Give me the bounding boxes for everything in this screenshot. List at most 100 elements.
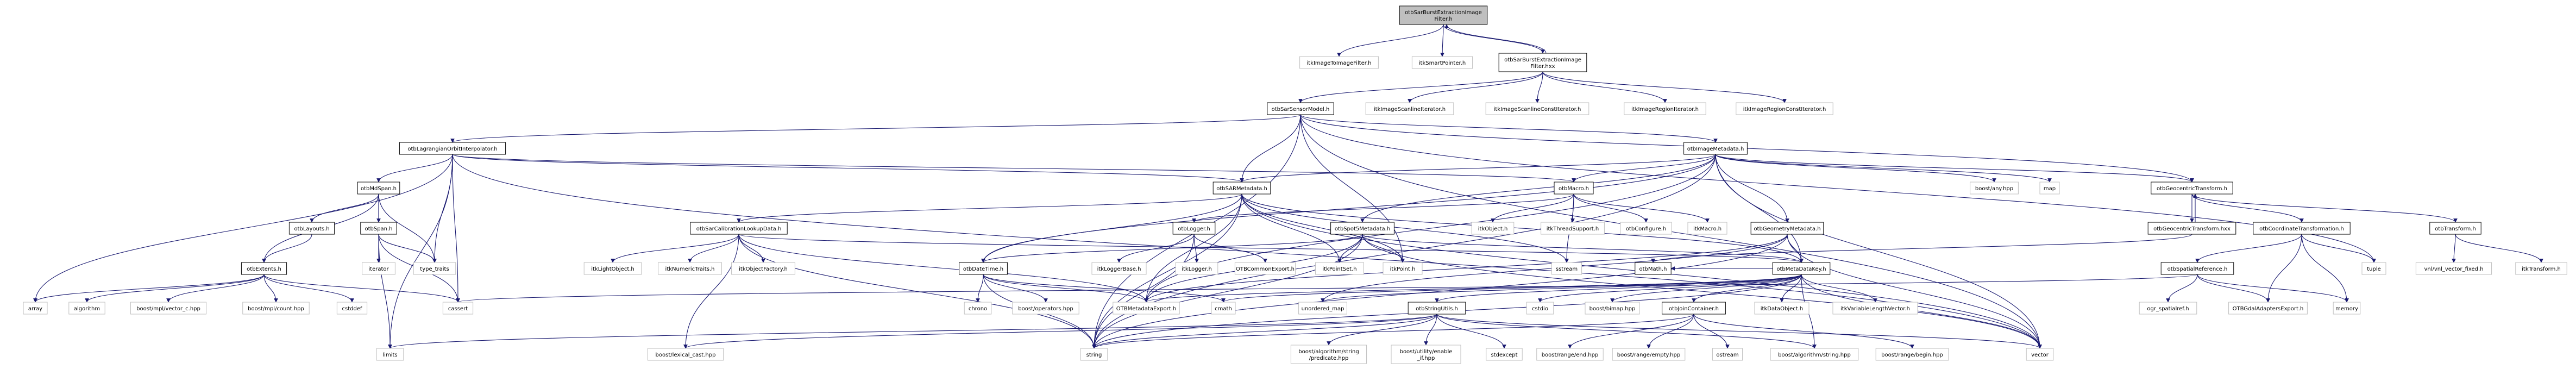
graph-node-otbLayouts[interactable]: otbLayouts.h [288,222,335,235]
node-box [2147,222,2236,235]
node-box [1541,222,1605,235]
graph-node-vnlVectorFixed: vnl/vnl_vector_fixed.h [2415,262,2492,275]
graph-node-otbSpatialReference[interactable]: otbSpatialReference.h [2160,262,2234,275]
node-label: array [28,306,42,312]
dependency-edge [1715,154,2052,183]
dependency-edge [1362,234,2042,349]
graph-node-stdexcept: stdexcept [1486,348,1523,361]
graph-node-itkObject: itkObject.h [1471,222,1515,235]
dependency-edge [263,274,278,303]
node-label: itkImageRegionIterator.h [1631,107,1699,112]
graph-node-otbSarCalibrationLookupData[interactable]: otbSarCalibrationLookupData.h [690,222,788,235]
dependency-edge [2166,274,2198,303]
node-box [2026,348,2054,361]
graph-node-otbCoordinateTransformation[interactable]: otbCoordinateTransformation.h [2253,222,2351,235]
graph-node-boostOperators: boost/operators.hpp [1012,302,1079,315]
node-label: otbLayouts.h [294,226,329,232]
dependency-edge [1300,114,1718,143]
node-box [442,302,474,315]
node-box [1315,262,1364,275]
dependency-edge [983,274,1048,303]
node-label: otbSarBurstExtractionImage [1405,10,1482,16]
node-label: boost/lexical_cast.hpp [656,352,716,358]
graph-node-otbMetaDataKey[interactable]: otbMetaDataKey.h [1772,262,1831,275]
node-label: itkNumericTraits.h [665,266,715,272]
graph-node-otbGeocentricTransform[interactable]: otbGeocentricTransform.h [2151,182,2233,195]
node-label: itkImageToImageFilter.h [1306,60,1371,66]
dependency-edge [1144,234,1788,303]
graph-node-otbStringUtils[interactable]: otbStringUtils.h [1408,302,1466,315]
graph-node-otbExtents[interactable]: otbExtents.h [241,262,287,275]
graph-node-otbMdSpan[interactable]: otbMdSpan.h [357,182,400,195]
graph-node-otbJoinContainer[interactable]: otbJoinContainer.h [1662,302,1726,315]
node-label: otbGeocentricTransform.h [2157,186,2227,192]
dependency-edge [1436,314,2042,349]
graph-node-map: map [2039,182,2060,195]
node-box [1486,348,1523,361]
graph-node-otbSpan[interactable]: otbSpan.h [360,222,397,235]
node-label: itkObject.h [1478,226,1508,232]
node-box [658,262,722,275]
graph-node-itkLightObject: itkLightObject.h [583,262,642,275]
graph-node-sstream: sstream [1551,262,1582,275]
node-label: vector [2031,352,2049,358]
node-box [1712,348,1743,361]
graph-node-otbLagrangianOrbitInterpolator[interactable]: otbLagrangianOrbitInterpolator.h [399,142,506,155]
node-label: otbDateTime.h [963,266,1003,272]
graph-node-otbSpot5Metadata[interactable]: otbSpot5Metadata.h [1330,222,1394,235]
dependency-edge [378,193,437,263]
graph-node-otbTransform[interactable]: otbTransform.h [2429,222,2481,235]
node-label: itkPointSet.h [1322,266,1356,272]
node-box [2151,182,2233,195]
dependency-edge [1610,274,1802,303]
node-box [1113,302,1180,315]
dependency-edge [376,154,453,183]
node-box [2333,302,2361,315]
dependency-edge [33,274,265,303]
node-box [1585,302,1640,315]
dependency-edge [2197,274,2349,303]
graph-node-otbSarSensorModel[interactable]: otbSarSensorModel.h [1267,102,1334,115]
node-label: boost/range/empty.hpp [1617,352,1680,358]
graph-node-otbMacro[interactable]: otbMacro.h [1554,182,1594,195]
dependency-edge [1647,314,1694,349]
graph-node-type_traits: type_traits [413,262,456,275]
dependency-edge [688,234,739,263]
node-label: itkVariableLengthVector.h [1840,306,1910,312]
dependency-edge [1435,274,1802,303]
graph-node-otbImageMetadata[interactable]: otbImageMetadata.h [1683,142,1748,155]
dependency-edge [1193,234,1267,263]
dependency-edge [456,274,2198,303]
node-label: boost/mpl/count.hpp [248,306,304,312]
node-box [1875,348,1949,361]
dependency-edge [1327,314,1437,346]
dependency-edge [1715,154,1996,183]
graph-node-otbLogger[interactable]: otbLogger.h [1172,222,1216,235]
graph-node-otbGeometryMetadata[interactable]: otbGeometryMetadata.h [1750,222,1824,235]
graph-node-otbDateTime[interactable]: otbDateTime.h [959,262,1008,275]
dependency-edge [432,154,453,263]
node-box [2139,302,2197,315]
graph-node-otbGeocentricTransformHxx[interactable]: otbGeocentricTransform.hxx [2147,222,2236,235]
node-box [2253,222,2351,235]
node-label: ogr_spatialref.h [2147,306,2189,312]
dependency-edge [1240,114,1301,183]
graph-node-memory: memory [2333,302,2361,315]
node-box [964,302,992,315]
graph-node-otbSARMetadata[interactable]: otbSARMetadata.h [1212,182,1271,195]
dependency-edge [1241,193,1569,263]
dependency-edge [263,274,460,303]
graph-node-otbMath[interactable]: otbMath.h [1635,262,1672,275]
dependency-edge [1692,274,1802,303]
node-label: otbGeometryMetadata.h [1754,226,1820,232]
dependency-edge [1440,24,1444,57]
node-box [1536,348,1604,361]
node-label: algorithm [74,306,100,312]
node-label: otbSpan.h [365,226,392,232]
node-label: stdexcept [1491,352,1517,358]
node-box [2515,262,2567,275]
node-label: boost/mpl/vector_c.hpp [136,306,200,312]
node-label: cassert [448,306,468,312]
